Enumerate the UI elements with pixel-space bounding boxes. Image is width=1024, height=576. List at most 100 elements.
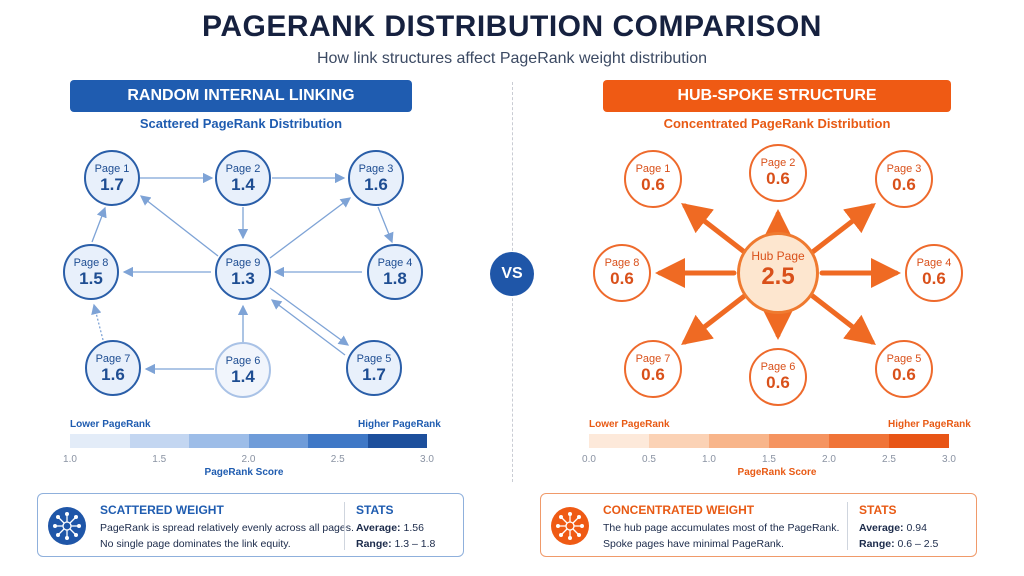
node-label: Page 1: [635, 163, 671, 175]
card-separator: [344, 502, 345, 550]
node-value: 0.6: [892, 365, 916, 384]
node-label: Page 6: [225, 355, 261, 367]
right-scale-tick: 3.0: [942, 454, 956, 465]
node-label: Page 5: [356, 353, 392, 365]
page-title: PAGERANK DISTRIBUTION COMPARISON: [202, 10, 822, 43]
link-p7-p8: [91, 303, 104, 341]
left-scale-segment: [308, 434, 368, 448]
node-label: Page 2: [760, 157, 796, 169]
card-separator: [847, 502, 848, 550]
node-label: Page 6: [760, 361, 796, 373]
right-range-value: 0.6 – 2.5: [897, 538, 939, 550]
node-label: Page 4: [377, 257, 413, 269]
concentrated-weight-line2: Spoke pages have minimal PageRank.: [603, 538, 784, 550]
concentrated-weight-heading: CONCENTRATED WEIGHT: [603, 503, 755, 517]
right-scale-low-label: Lower PageRank: [589, 419, 670, 430]
right-scale-segment: [769, 434, 829, 448]
node-label: Page 7: [635, 353, 671, 365]
node-value: 1.6: [101, 365, 125, 384]
random-linking-subtitle: Scattered PageRank Distribution: [139, 116, 343, 131]
left-scale-segment: [367, 434, 427, 448]
scattered-weight-line2: No single page dominates the link equity…: [100, 538, 291, 550]
node-label: Page 1: [94, 163, 130, 175]
node-label: Page 2: [225, 163, 261, 175]
node-value: 0.6: [892, 175, 916, 194]
node-label: Page 8: [604, 257, 640, 269]
right-scale-bar: [589, 434, 949, 448]
left-scale-segment: [70, 434, 130, 448]
link-p8-p1: [91, 206, 107, 243]
node-value: 0.6: [766, 169, 790, 188]
right-average-label: Average:: [859, 522, 904, 534]
concentrated-weight-card: CONCENTRATED WEIGHT The hub page accumul…: [540, 493, 977, 557]
node-value: 1.4: [231, 175, 255, 194]
network-icon: [48, 507, 86, 545]
left-scale-segment: [248, 434, 308, 448]
hub-spoke-banner: HUB-SPOKE STRUCTURE: [603, 80, 951, 112]
node-value: 1.5: [79, 269, 103, 288]
node-value: 1.8: [383, 269, 407, 288]
right-scale-tick: 1.0: [702, 454, 716, 465]
left-scale-tick: 3.0: [420, 454, 434, 465]
link-p3-p4: [377, 206, 394, 244]
left-scale-tick: 2.5: [330, 454, 345, 465]
right-stats-range: Range: 0.6 – 2.5: [859, 538, 938, 550]
node-value: 1.7: [100, 175, 124, 194]
node-value: 0.6: [766, 373, 790, 392]
node-label: Page 9: [225, 257, 261, 269]
node-value: 0.6: [641, 175, 665, 194]
spoke-arrow-page3: [807, 202, 876, 257]
right-scale-segment: [829, 434, 889, 448]
right-scale-segment: [589, 434, 649, 448]
spoke-arrow-page7: [681, 291, 750, 346]
random-linking-banner: RANDOM INTERNAL LINKING: [70, 80, 412, 112]
left-average-label: Average:: [356, 522, 401, 534]
right-scale-title: PageRank Score: [737, 467, 817, 478]
node-label: Page 4: [916, 257, 952, 269]
left-scale-tick: 2.0: [241, 454, 256, 465]
left-scale-segment: [129, 434, 189, 448]
right-scale-tick: 2.0: [822, 454, 836, 465]
left-range-label: Range:: [356, 538, 392, 550]
vs-badge: VS: [490, 252, 534, 296]
concentrated-weight-line1: The hub page accumulates most of the Pag…: [603, 522, 840, 534]
left-scale-segment: [189, 434, 249, 448]
left-scale-tick: 1.0: [63, 454, 77, 465]
link-p9-p3: [269, 197, 352, 259]
hub-spoke-subtitle: Concentrated PageRank Distribution: [663, 116, 891, 131]
spoke-arrow-page1: [681, 202, 750, 257]
node-value: 0.6: [610, 269, 634, 288]
left-scale-bar: [70, 434, 427, 448]
left-scale-high-label: Higher PageRank: [358, 419, 441, 430]
right-scale-tick: 0.0: [582, 454, 596, 465]
right-scale-segment: [649, 434, 709, 448]
left-scale-title: PageRank Score: [204, 467, 284, 478]
right-stats-heading: STATS: [859, 503, 897, 517]
node-value: 1.7: [362, 365, 386, 384]
node-label: Page 3: [358, 163, 394, 175]
right-scale-tick: 2.5: [882, 454, 896, 465]
right-stats-average: Average: 0.94: [859, 522, 927, 534]
right-scale-tick: 1.5: [762, 454, 776, 465]
node-label: Page 3: [886, 163, 922, 175]
right-scale-segment: [889, 434, 949, 448]
left-scale-low-label: Lower PageRank: [70, 419, 151, 430]
node-value: 1.4: [231, 367, 255, 386]
link-p5-p9: [270, 299, 346, 356]
left-stats-heading: STATS: [356, 503, 394, 517]
node-value: 1.3: [231, 269, 255, 288]
left-scale-tick: 1.5: [152, 454, 167, 465]
node-value: 0.6: [641, 365, 665, 384]
